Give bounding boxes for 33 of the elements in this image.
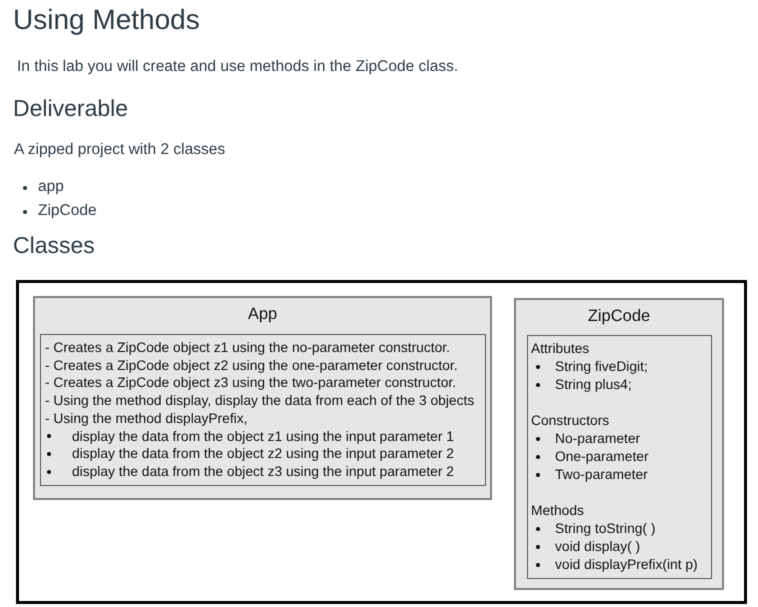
- text-line: - Using the method display, display the data from each of the 3 objects: [45, 392, 474, 410]
- paragraph-text: In this lab you will create and use methods in the ZipCode class.: [17, 58, 458, 76]
- section-heading: Deliverable: [13, 95, 128, 121]
- list-item: display the data from the object z3 using the input parameter 2: [45, 462, 454, 481]
- list-item: display the data from the object z2 using the input parameter 2: [45, 445, 454, 463]
- list-item: display the data from the object z1 using the input parameter 1: [45, 428, 454, 446]
- list-item: One-parameter: [531, 448, 649, 466]
- list-item: String plus4;: [531, 376, 632, 394]
- list-item: void displayPrefix(int p): [531, 556, 698, 574]
- list-item: Two-parameter: [531, 466, 648, 484]
- class-title: App: [246, 304, 278, 324]
- class-box: [33, 296, 492, 500]
- paragraph-text: A zipped project with 2 classes: [14, 141, 226, 159]
- list-item: ZipCode: [14, 202, 97, 220]
- group-heading: Constructors: [531, 412, 610, 430]
- section-heading: Classes: [13, 232, 95, 258]
- member-list-box: [527, 335, 712, 579]
- list-item: String fiveDigit;: [531, 358, 648, 376]
- text-line: - Creates a ZipCode object z1 using the no-parameter constructor.: [45, 339, 450, 357]
- diagram-frame: [16, 280, 747, 604]
- group-heading: Methods: [531, 502, 584, 520]
- member-list-box: [40, 334, 486, 486]
- page-title: Using Methods: [13, 4, 200, 36]
- class-box: [514, 298, 724, 590]
- text-line: - Creates a ZipCode object z3 using the two-parameter constructor.: [45, 374, 456, 392]
- list-item: void display( ): [531, 538, 640, 556]
- list-item: String toString( ): [531, 520, 656, 538]
- list-item: No-parameter: [531, 430, 640, 448]
- group-heading: Attributes: [531, 340, 590, 358]
- text-line: - Creates a ZipCode object z2 using the one-parameter constructor.: [45, 356, 458, 374]
- text-line: - Using the method displayPrefix,: [45, 410, 248, 428]
- list-item: app: [14, 178, 64, 196]
- class-title: ZipCode: [586, 306, 652, 326]
